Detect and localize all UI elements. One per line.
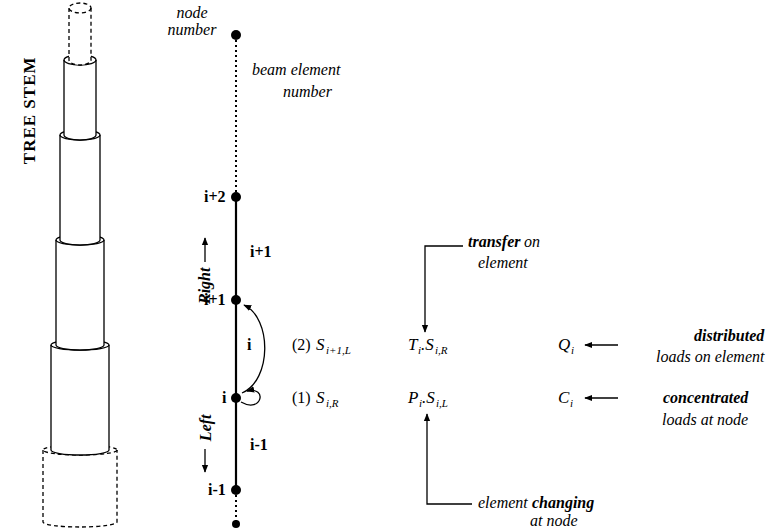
segment-fill [56, 240, 104, 350]
node-dot [231, 30, 241, 40]
node-number: i-1 [208, 481, 226, 499]
symbol-letter: .S [421, 336, 434, 355]
subscript: i,L [436, 397, 448, 409]
segment-outline [56, 240, 104, 350]
annotation-text: element [478, 494, 528, 512]
segment-outline [64, 60, 96, 140]
change-loop-arrow [241, 390, 260, 405]
subscript: i [571, 344, 574, 356]
annotation-text: changing [532, 494, 594, 512]
direction-label: Left [196, 414, 214, 441]
subscript: i,R [326, 397, 339, 409]
segment-top [69, 3, 91, 13]
stem-segment [60, 130, 100, 245]
element-number: i-1 [250, 436, 268, 454]
subscript: i+1,L [326, 344, 351, 356]
node-dot [231, 485, 241, 495]
element-number: i [247, 336, 251, 354]
annotation-text: loads at node [662, 411, 748, 429]
annotation-text: at node [530, 512, 578, 530]
annotation-text: on [524, 233, 540, 251]
beam-axis-dotted [235, 490, 237, 525]
direction-arrow [204, 238, 205, 262]
annotation-text: element [478, 254, 528, 272]
symbol-letter: P [408, 389, 418, 408]
subscript: i [418, 344, 421, 356]
annotation-text: distributed [694, 327, 764, 345]
stem-segment [43, 445, 117, 527]
annotation-text: loads on element [656, 348, 764, 366]
segment-fill [43, 450, 117, 527]
stem-segment [64, 55, 96, 140]
symbol-letter: S [316, 389, 325, 408]
node-dot [231, 295, 241, 305]
leader-arrow [585, 344, 618, 345]
segment-fill [51, 345, 109, 455]
beam-axis [235, 197, 237, 490]
symbol-letter: C [558, 389, 569, 408]
node-dot [231, 393, 241, 403]
direction-arrow [204, 449, 205, 472]
symbol-letter: T [408, 336, 417, 355]
symbol-letter: .S [422, 389, 435, 408]
segment-fill [60, 135, 100, 245]
beam-axis-dotted [235, 35, 237, 197]
direction-label: Right [196, 268, 214, 304]
leader-arrow [585, 397, 618, 398]
stem-segment [56, 235, 104, 350]
figure-title: TREE STEM [21, 56, 40, 164]
annotation-text: transfer [468, 233, 520, 251]
node-number: i+2 [204, 188, 226, 206]
leader-arrow [427, 414, 472, 504]
annotation-text: beam element [252, 61, 340, 79]
segment-outline [69, 8, 91, 65]
segment-fill [69, 8, 91, 65]
annotation-text: number [283, 83, 332, 101]
symbol-letter: Q [558, 336, 570, 355]
subscript: i,R [435, 344, 448, 356]
annotation-text: concentrated [663, 389, 748, 407]
node-dot [231, 192, 241, 202]
segment-outline [51, 345, 109, 455]
annotation-text: node number [160, 5, 224, 39]
subscript: i [570, 397, 573, 409]
element-number: i+1 [250, 243, 272, 261]
step-number: (1) [292, 389, 311, 407]
transfer-arrow [242, 305, 265, 393]
leader-arrow [425, 246, 463, 332]
node-number: i [222, 389, 226, 407]
segment-outline [60, 135, 100, 245]
node-dot [232, 520, 240, 528]
step-number: (2) [292, 336, 311, 354]
symbol-letter: S [316, 336, 325, 355]
stem-segment [51, 340, 109, 455]
subscript: i [419, 397, 422, 409]
segment-outline [43, 450, 117, 527]
segment-fill [64, 60, 96, 140]
stem-segment [69, 3, 91, 65]
